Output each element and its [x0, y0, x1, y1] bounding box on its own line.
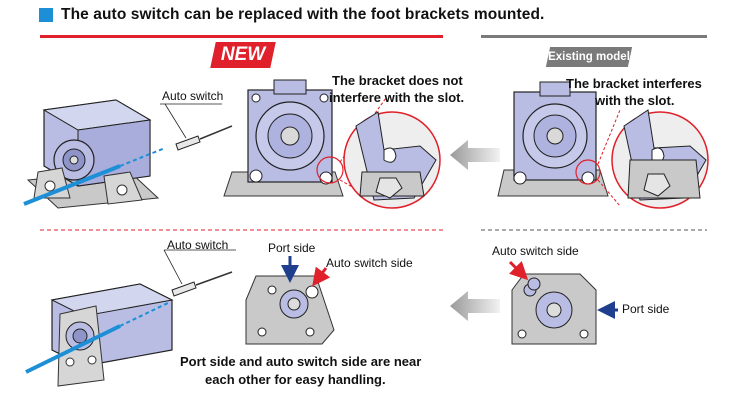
new-bar [40, 35, 443, 38]
top-cylinder-illustration [23, 99, 233, 209]
existing-bar [481, 35, 707, 38]
new-badge: NEW [220, 44, 266, 65]
caption-line-2: each other for easy handling. [205, 372, 386, 387]
bottom-existing-back-view [508, 260, 618, 345]
bottom-new-back-view [245, 256, 335, 345]
new-auto-switch-side-label: Auto switch side [326, 256, 413, 270]
new-callout-line-1: The bracket does not [332, 73, 463, 88]
existing-badge: Existing model [548, 51, 630, 63]
new-port-side-label: Port side [268, 241, 316, 255]
top-existing-front-view [497, 81, 621, 207]
top-auto-switch-label: Auto switch [162, 89, 224, 103]
title-row: The auto switch can be replaced with the… [39, 6, 544, 24]
existing-port-side-label: Port side [622, 302, 670, 316]
top-existing-zoom [611, 109, 709, 209]
caption-line-1: Port side and auto switch side are near [180, 354, 422, 369]
existing-callout-line-2: with the slot. [595, 93, 675, 108]
bottom-cylinder-illustration [25, 249, 236, 387]
top-direction-arrow [450, 140, 500, 170]
new-callout-line-2: interfere with the slot. [329, 90, 465, 105]
bottom-direction-arrow [450, 291, 500, 321]
top-new-front-view [223, 79, 387, 207]
existing-auto-switch-side-label: Auto switch side [492, 244, 579, 258]
title-square-icon [39, 8, 53, 22]
existing-callout-line-1: The bracket interferes [566, 76, 702, 91]
page-title: The auto switch can be replaced with the… [61, 6, 545, 23]
top-new-zoom [343, 111, 441, 209]
bottom-auto-switch-label: Auto switch [167, 238, 229, 252]
